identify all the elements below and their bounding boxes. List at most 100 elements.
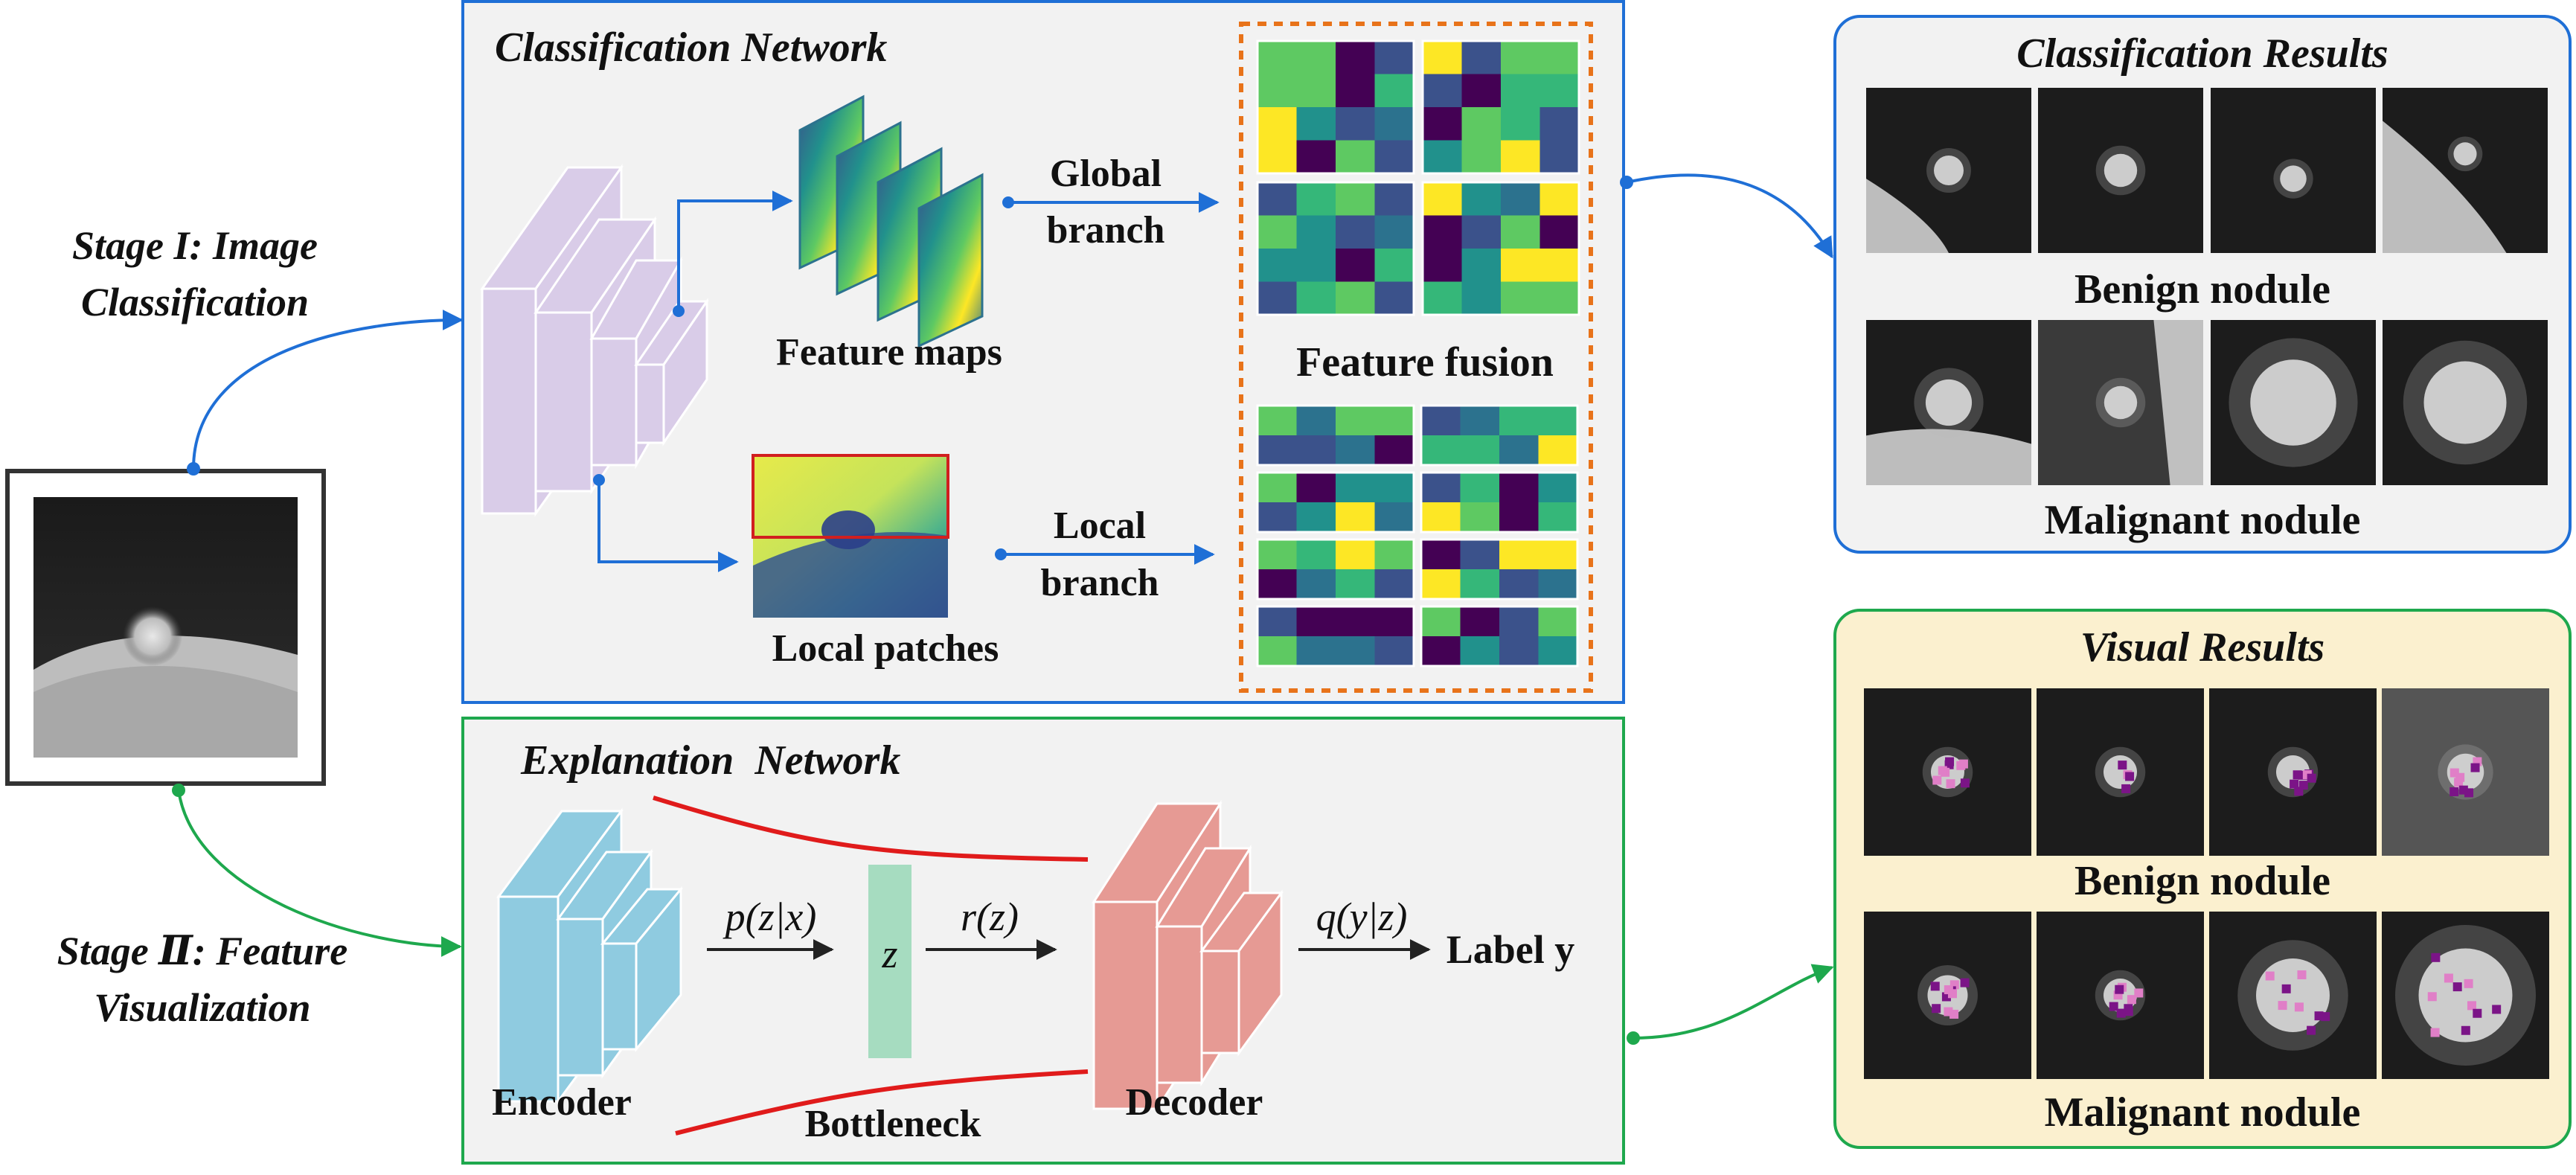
cnn-backbone [480, 164, 709, 517]
fusion-cell [1296, 435, 1336, 466]
fusion-cell [1257, 502, 1297, 533]
stage1-label: Stage I: Image Classification [72, 223, 318, 324]
fusion-cell [1539, 182, 1580, 216]
fusion-cell [1296, 41, 1336, 74]
classification-benign-images [1866, 88, 2548, 253]
fusion-cell [1296, 606, 1336, 637]
visual-results-title: Visual Results [2080, 624, 2325, 670]
stage1-line1: Stage I: Image [72, 223, 318, 268]
fusion-cell [1501, 281, 1540, 316]
fusion-cell [1538, 636, 1578, 667]
fusion-cell [1257, 435, 1297, 466]
fusion-cell [1423, 215, 1462, 249]
classification-results-title: Classification Results [2016, 31, 2388, 77]
fusion-cell [1539, 281, 1580, 316]
fusion-cell [1461, 140, 1502, 174]
fusion-cell [1296, 569, 1336, 600]
decoder-label: Decoder [1126, 1081, 1263, 1124]
ct-thumbnail [2038, 320, 2203, 485]
fusion-cell [1423, 281, 1462, 316]
fusion-cell [1461, 215, 1502, 249]
fusion-cell [1296, 140, 1336, 174]
stage1-line2: Classification [81, 280, 309, 324]
fusion-cell [1539, 107, 1580, 141]
fusion-cell [1257, 41, 1297, 74]
fusion-cell [1421, 569, 1461, 600]
fusion-cell [1257, 406, 1297, 436]
fusion-cell [1499, 435, 1539, 466]
class-benign-label: Benign nodule [2074, 266, 2330, 313]
fusion-cell [1336, 636, 1375, 667]
fusion-cell [1423, 74, 1462, 108]
fusion-cell [1538, 569, 1578, 600]
bottleneck-label: Bottleneck [805, 1103, 981, 1145]
fusion-cell [1499, 569, 1539, 600]
fusion-cell [1336, 406, 1375, 436]
ct-thumbnail [2037, 912, 2204, 1079]
explanation-network-panel: Explanation Network Encoder z Bottleneck [461, 717, 1625, 1165]
fusion-cell [1539, 215, 1580, 249]
fusion-cell [1423, 249, 1462, 282]
local-branch-line1: Local [1054, 505, 1146, 547]
fusion-cell [1296, 540, 1336, 570]
fusion-cell [1374, 606, 1414, 637]
stage2-label: Stage Ⅱ: Feature Visualization [57, 929, 348, 1030]
classification-malignant-images [1866, 320, 2548, 485]
fusion-cell [1336, 569, 1375, 600]
fusion-cell [1336, 249, 1375, 282]
fusion-cell [1374, 215, 1414, 249]
fusion-cell [1257, 107, 1297, 141]
fusion-cell [1336, 540, 1375, 570]
input-ct-image [5, 469, 326, 786]
local-branch-line2: branch [1041, 562, 1159, 604]
fusion-cell [1257, 473, 1297, 503]
fusion-cell [1257, 569, 1297, 600]
visual-malignant-images [1864, 912, 2549, 1079]
explanation-network-title: Explanation Network [520, 737, 900, 784]
feature-fusion-label: Feature fusion [1296, 339, 1554, 385]
fusion-cell [1460, 435, 1500, 466]
local-patch-image [752, 454, 949, 618]
stage2-line2: Visualization [94, 985, 310, 1030]
fusion-cell [1257, 215, 1297, 249]
fusion-cell [1538, 606, 1578, 637]
fusion-cell [1460, 606, 1500, 637]
vis-malignant-label: Malignant nodule [2045, 1089, 2361, 1136]
ct-thumbnail [2382, 912, 2549, 1079]
fusion-cell [1499, 406, 1539, 436]
ct-thumbnail [1864, 688, 2031, 856]
vis-benign-label: Benign nodule [2074, 858, 2330, 904]
fusion-cell [1538, 502, 1578, 533]
class-results-connector [1626, 173, 1833, 259]
fusion-cell [1460, 636, 1500, 667]
ct-thumbnail [2038, 88, 2203, 253]
fusion-cell [1461, 107, 1502, 141]
fusion-cell [1336, 435, 1375, 466]
fusion-cell [1501, 107, 1540, 141]
upper-bottleneck-curve [653, 795, 1089, 862]
fusion-cell [1374, 41, 1414, 74]
fusion-cell [1336, 140, 1375, 174]
fusion-cell [1336, 502, 1375, 533]
fusion-cell [1538, 406, 1578, 436]
fusion-cell [1460, 502, 1500, 533]
ct-thumbnail [2382, 688, 2549, 856]
global-branch-line1: Global [1050, 153, 1162, 195]
fusion-cell [1539, 74, 1580, 108]
ct-thumbnail [2209, 912, 2377, 1079]
ct-thumbnail [1864, 912, 2031, 1079]
fusion-cell [1257, 249, 1297, 282]
fusion-cell [1257, 636, 1297, 667]
fusion-cell [1421, 502, 1461, 533]
classification-network-title: Classification Network [495, 25, 887, 71]
fusion-cell [1460, 406, 1500, 436]
fusion-cell [1374, 435, 1414, 466]
fusion-cell [1374, 74, 1414, 108]
ct-thumbnail [2209, 688, 2377, 856]
local-connector [597, 480, 739, 572]
fusion-cell [1336, 41, 1375, 74]
fusion-cell [1336, 473, 1375, 503]
fusion-cell [1257, 281, 1297, 316]
fusion-cell [1460, 540, 1500, 570]
class-malignant-label: Malignant nodule [2045, 497, 2361, 543]
